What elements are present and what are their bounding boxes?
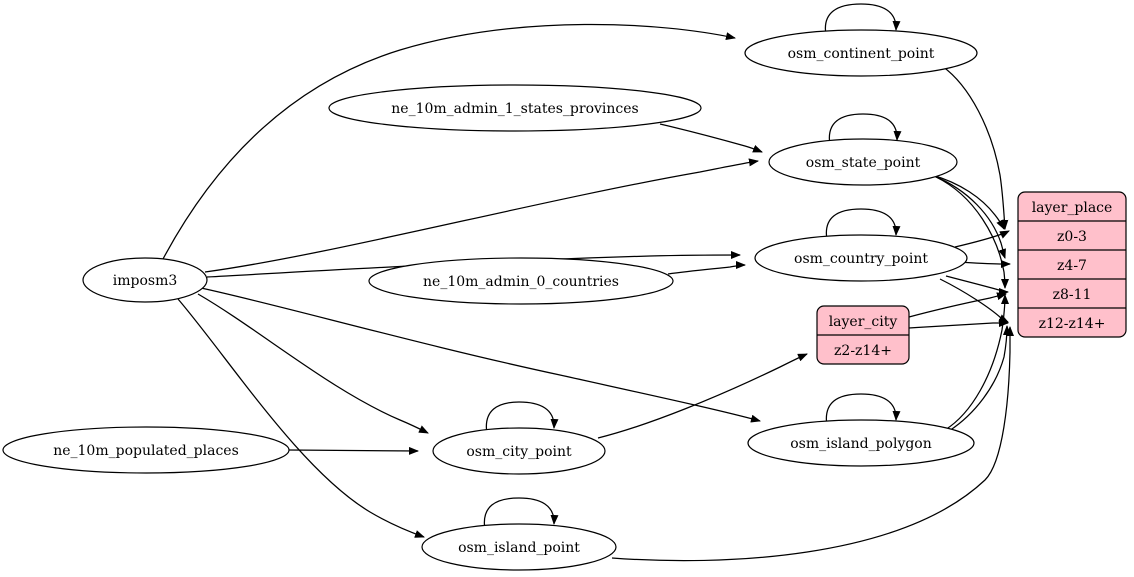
- edge-imposm3-to-osm-island-polygon: [200, 287, 761, 423]
- record-layer-city-row-z2-z14[interactable]: z2-z14+: [834, 343, 892, 359]
- edge-self-osm-state-point: [828, 113, 902, 146]
- edge-osm-continent-point-to-layer-place-z0-3: [941, 65, 1009, 230]
- node-ne-states-label: ne_10m_admin_1_states_provinces: [391, 101, 638, 117]
- node-ne-places-label: ne_10m_populated_places: [53, 443, 239, 459]
- edge-ne-places-to-osm-city-point: [288, 446, 419, 455]
- node-imposm3-label: imposm3: [113, 273, 178, 289]
- edge-self-osm-island-polygon: [825, 393, 901, 427]
- record-layer-place[interactable]: layer_place z0-3 z4-7 z8-11 z12-z14+: [1017, 191, 1127, 338]
- record-layer: layer_place z0-3 z4-7 z8-11 z12-z14+ lay…: [816, 191, 1127, 365]
- edge-osm-country-point-to-layer-place-z0-3: [954, 230, 1010, 248]
- node-imposm3[interactable]: imposm3: [82, 257, 208, 303]
- node-osm-island-polygon[interactable]: osm_island_polygon: [747, 419, 975, 467]
- record-layer-place-row-z12-z14[interactable]: z12-z14+: [1039, 316, 1106, 332]
- node-osm-continent-point[interactable]: osm_continent_point: [744, 29, 978, 77]
- edge-self-osm-city-point: [485, 401, 559, 435]
- node-osm-city-point[interactable]: osm_city_point: [432, 427, 606, 475]
- edge-imposm3-to-osm-continent-point: [162, 23, 736, 260]
- edge-imposm3-to-osm-island-point: [177, 298, 425, 538]
- edge-layer-city-to-layer-place-z12-z14: [908, 319, 1009, 329]
- node-osm-state-point[interactable]: osm_state_point: [768, 138, 958, 186]
- edge-osm-country-point-to-layer-place-z4-7: [957, 260, 1011, 268]
- node-layer: imposm3 ne_10m_admin_1_states_provinces …: [2, 29, 978, 571]
- edge-osm-state-point-to-layer-place-z4-7: [933, 175, 1006, 259]
- node-ne-10m-admin-0-countries[interactable]: ne_10m_admin_0_countries: [368, 257, 674, 305]
- node-osm-state-point-label: osm_state_point: [806, 155, 921, 171]
- edge-osm-island-polygon-to-layer-place-z8-11: [944, 294, 1009, 431]
- node-ne-10m-admin-1-states-provinces[interactable]: ne_10m_admin_1_states_provinces: [328, 84, 702, 132]
- edge-self-osm-island-point: [483, 497, 559, 531]
- edge-osm-state-point-to-layer-place-z0-3: [931, 174, 1005, 230]
- node-osm-island-point[interactable]: osm_island_point: [421, 523, 617, 571]
- record-layer-place-row-z4-7[interactable]: z4-7: [1057, 258, 1087, 274]
- node-ne-10m-populated-places[interactable]: ne_10m_populated_places: [2, 426, 290, 474]
- record-layer-place-title: layer_place: [1032, 200, 1113, 216]
- node-osm-country-point-label: osm_country_point: [794, 251, 928, 267]
- edge-imposm3-to-osm-city-point: [197, 293, 429, 434]
- edge-ne-countries-to-osm-country-point: [667, 261, 746, 275]
- record-layer-city-title: layer_city: [829, 314, 898, 330]
- edge-osm-island-point-to-layer-place-z12-z14: [611, 326, 1014, 562]
- node-osm-island-point-label: osm_island_point: [458, 540, 580, 556]
- edge-ne-states-to-osm-state-point: [659, 123, 763, 153]
- node-osm-city-point-label: osm_city_point: [466, 444, 572, 460]
- node-osm-island-polygon-label: osm_island_polygon: [790, 436, 932, 452]
- edge-imposm3-to-osm-state-point: [204, 158, 759, 273]
- record-layer-city[interactable]: layer_city z2-z14+: [816, 305, 910, 365]
- node-osm-country-point[interactable]: osm_country_point: [754, 234, 968, 282]
- edge-self-osm-country-point: [825, 208, 901, 241]
- node-osm-continent-point-label: osm_continent_point: [788, 46, 935, 62]
- node-ne-countries-label: ne_10m_admin_0_countries: [423, 274, 619, 290]
- record-layer-place-row-z0-3[interactable]: z0-3: [1057, 229, 1087, 245]
- edge-self-osm-continent-point: [824, 3, 901, 36]
- edge-osm-city-point-to-layer-city-z2-z14: [597, 353, 808, 439]
- edge-osm-country-point-to-layer-place-z8-11: [945, 275, 1009, 296]
- record-layer-place-row-z8-11[interactable]: z8-11: [1053, 287, 1092, 303]
